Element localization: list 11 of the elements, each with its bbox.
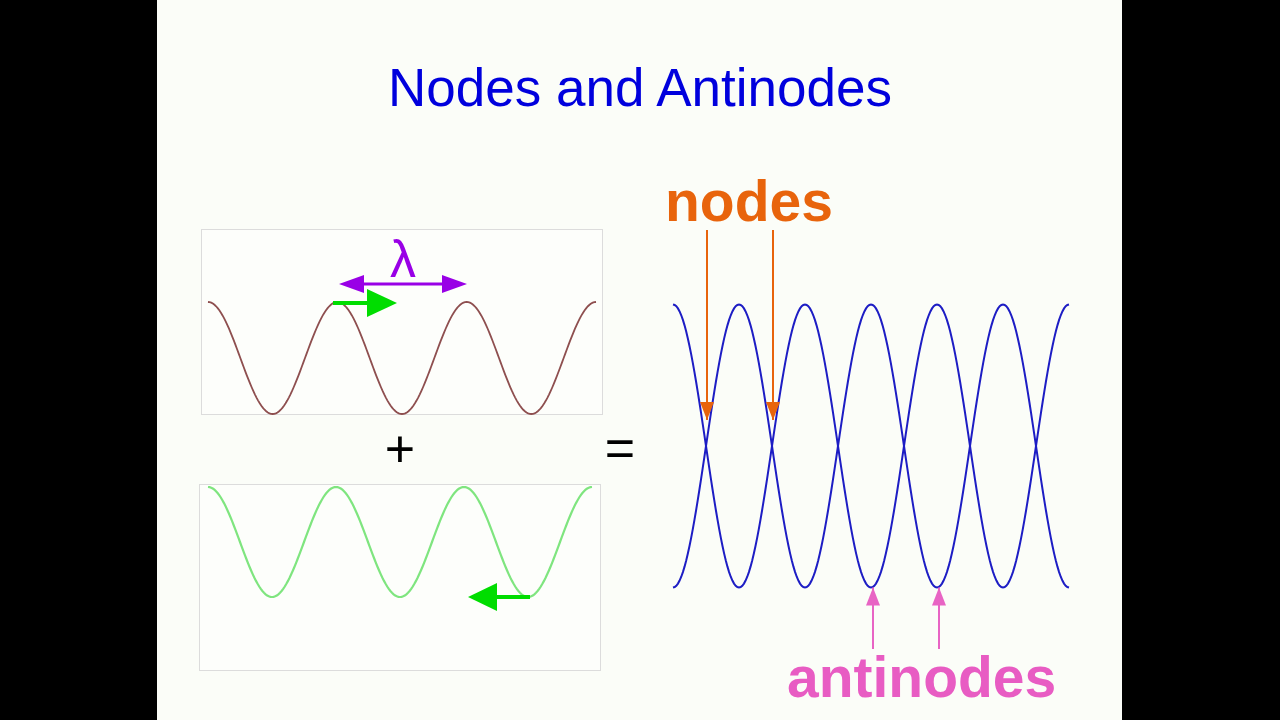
standing-wave-drawing <box>672 303 1070 589</box>
slide-title: Nodes and Antinodes <box>388 61 892 114</box>
leader-arrow <box>866 586 880 650</box>
wavelength-symbol: λ <box>390 233 416 285</box>
leader-arrow <box>932 586 946 650</box>
callout-label: nodes <box>665 173 833 230</box>
leader-arrow <box>766 229 780 421</box>
callout-label: antinodes <box>787 649 1057 706</box>
equals-sign: = <box>604 422 636 474</box>
leader-arrow <box>700 229 714 421</box>
plus-sign: + <box>384 423 416 475</box>
